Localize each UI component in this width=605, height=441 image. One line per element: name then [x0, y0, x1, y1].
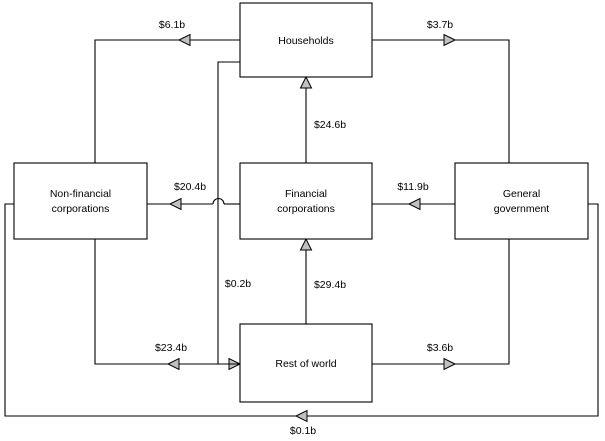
edge-line — [217, 61, 240, 365]
edge-label: $24.6b — [314, 119, 346, 131]
node-label-line2: corporations — [277, 203, 335, 215]
edge-label: $23.4b — [155, 342, 187, 354]
edge-financial-to-households: $24.6b — [299, 75, 346, 163]
node-label-line2: corporations — [52, 203, 110, 215]
edge-financial-to-nonfinancial: $20.4b — [147, 181, 240, 211]
edge-restofworld-to-nonfinancial: $23.4b — [94, 239, 240, 371]
arrow-head-left — [168, 197, 182, 211]
node-box[interactable] — [13, 162, 148, 240]
edge-restofworld-to-financial: $29.4b — [299, 237, 346, 324]
node-label-line2: government — [494, 203, 550, 215]
node-financial-corporations[interactable]: Financial corporations — [239, 162, 373, 240]
node-box[interactable] — [239, 162, 373, 240]
edge-restofworld-to-government: $3.6b — [372, 239, 510, 371]
node-box[interactable] — [239, 323, 373, 403]
node-label: Households — [278, 35, 333, 47]
edge-label: $0.1b — [290, 425, 316, 437]
edge-label: $0.2b — [225, 278, 251, 290]
node-rest-of-world[interactable]: Rest of world — [239, 323, 373, 403]
arrow-head-right — [443, 357, 457, 371]
edge-line — [94, 239, 240, 365]
arrow-head-left — [294, 409, 308, 423]
edge-label: $3.7b — [427, 19, 453, 31]
node-label-line1: Financial — [285, 188, 327, 200]
edge-label: $29.4b — [314, 279, 346, 291]
edge-government-to-financial: $11.9b — [372, 181, 455, 211]
arrow-head-left — [407, 197, 421, 211]
edge-line — [372, 39, 510, 163]
node-households[interactable]: Households — [239, 2, 373, 78]
node-non-financial-corporations[interactable]: Non-financial corporations — [13, 162, 148, 240]
arrow-head-left — [177, 33, 191, 47]
edge-households-to-nonfinancial: $6.1b — [94, 19, 240, 163]
edge-line — [94, 39, 240, 163]
edge-households-to-government: $3.7b — [372, 19, 510, 163]
edge-label: $11.9b — [397, 181, 428, 193]
node-label: Rest of world — [275, 358, 336, 370]
edge-label: $6.1b — [159, 19, 185, 31]
arrow-head-left — [166, 357, 180, 371]
arrow-head-right — [443, 33, 457, 47]
edge-government-to-restofworld: $0.1b — [4, 203, 599, 437]
node-label-line1: General — [503, 188, 540, 200]
node-label-line1: Non-financial — [50, 188, 111, 200]
edge-label: $20.4b — [174, 181, 206, 193]
edge-line — [372, 239, 510, 365]
node-box[interactable] — [454, 162, 589, 240]
arrow-head-up — [299, 75, 313, 89]
arrow-head-up — [299, 237, 313, 251]
node-general-government[interactable]: General government — [454, 162, 589, 240]
edge-label: $3.6b — [427, 342, 453, 354]
node-box[interactable] — [239, 2, 373, 78]
